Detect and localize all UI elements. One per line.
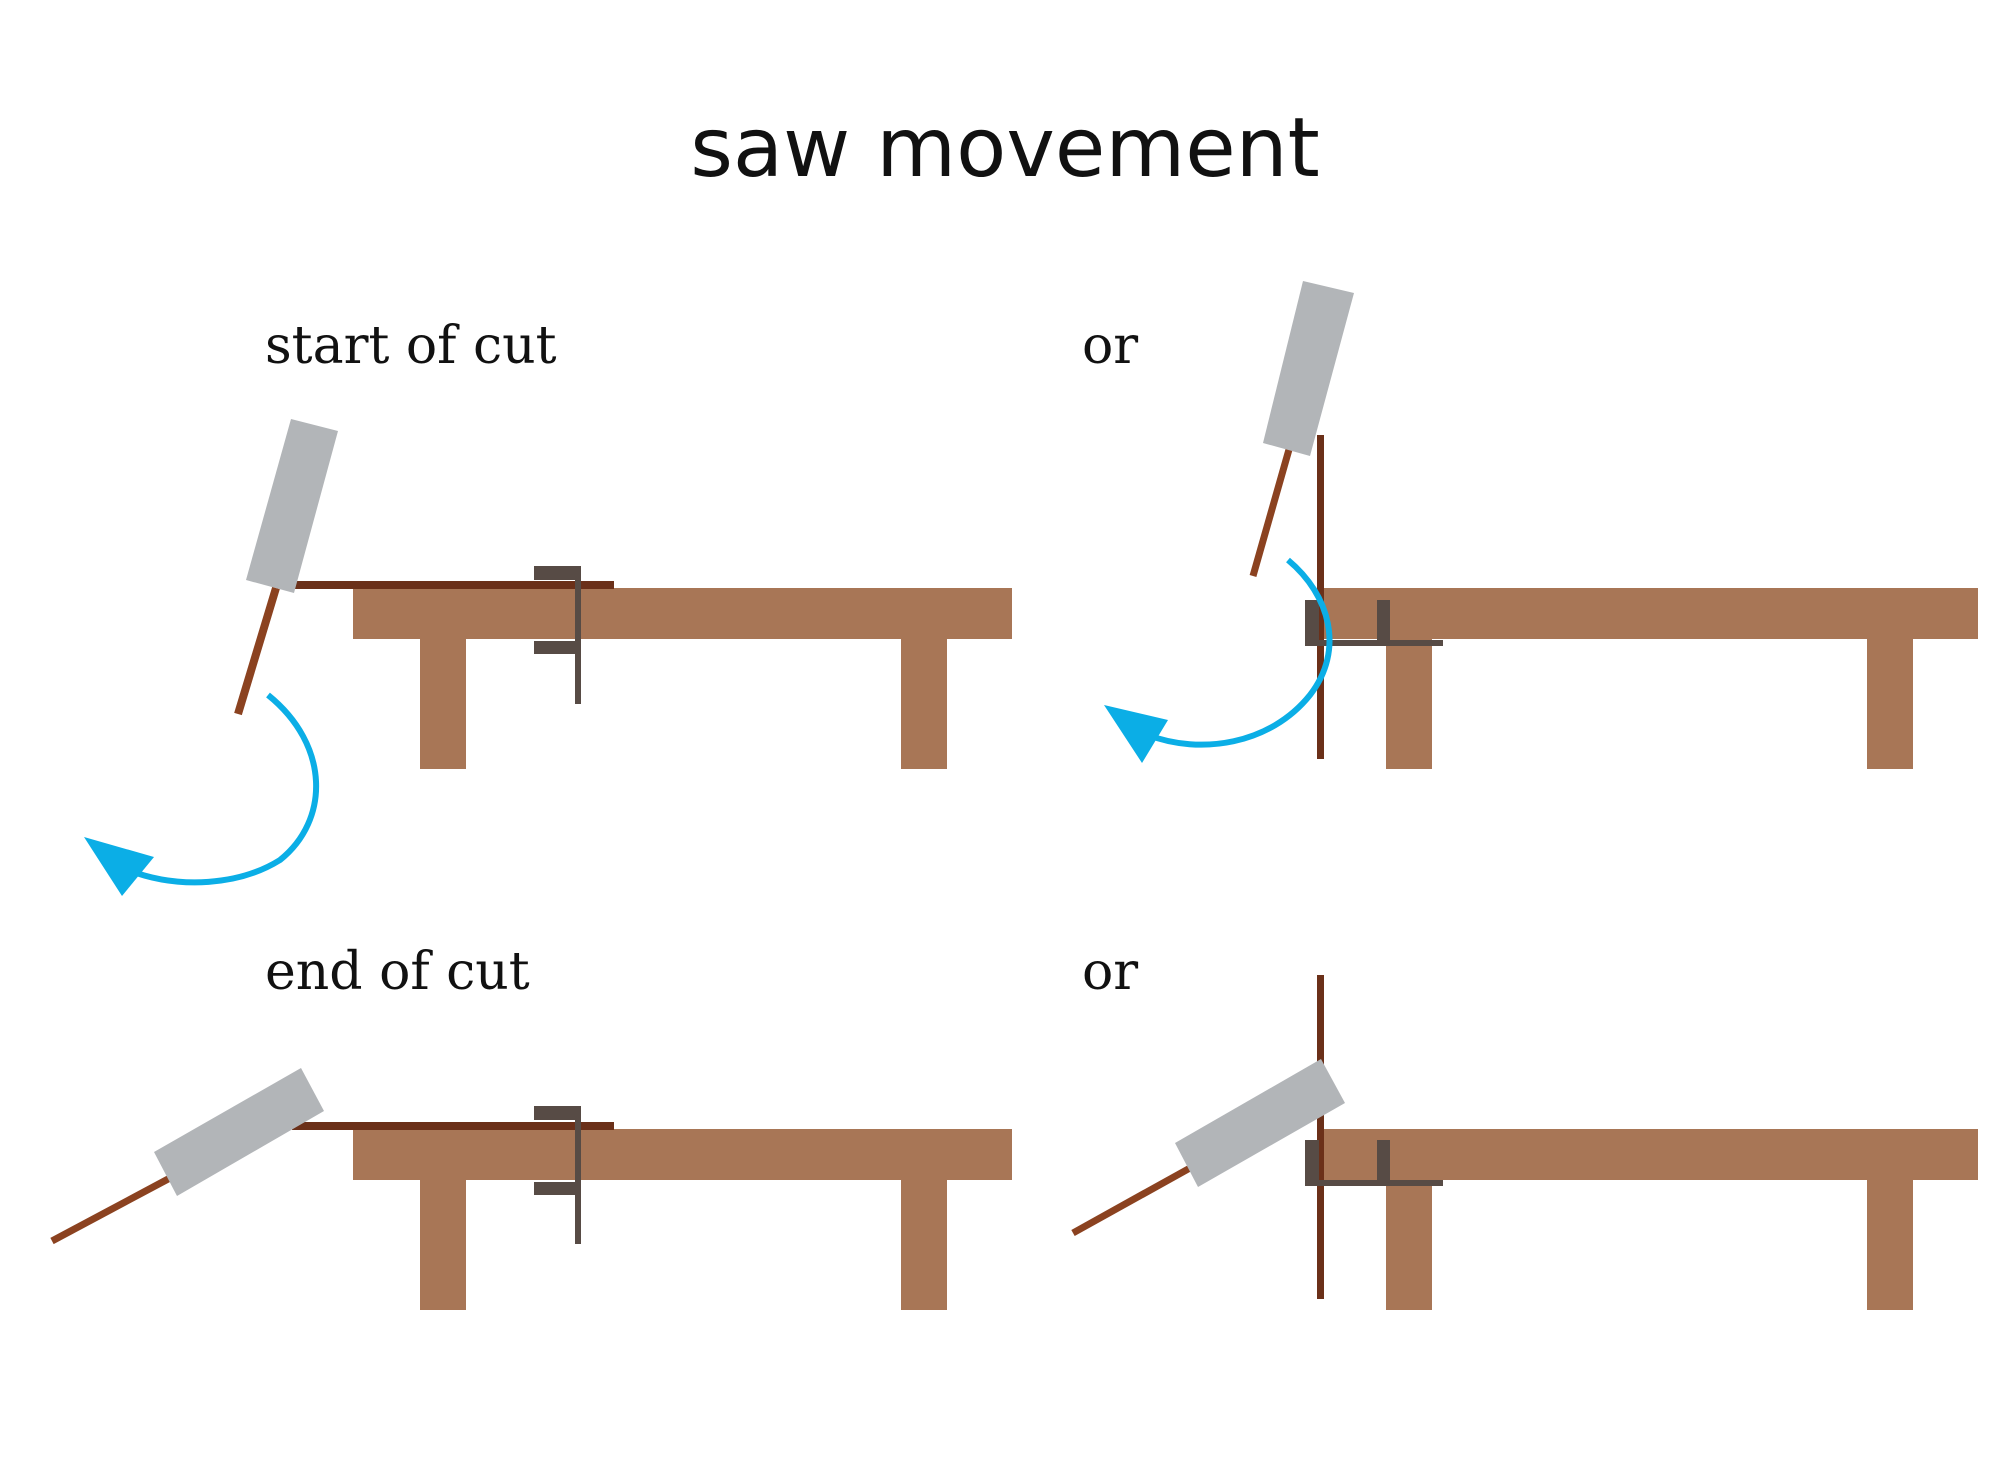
clamp bbox=[534, 566, 581, 704]
bench-top bbox=[1318, 588, 1978, 639]
saw bbox=[50, 1068, 324, 1245]
bench-leg-left bbox=[1386, 1178, 1432, 1310]
bench-leg-left bbox=[420, 637, 466, 769]
clamp bbox=[1305, 600, 1443, 646]
motion-arrow bbox=[1104, 557, 1333, 763]
panel-start-of-cut bbox=[84, 419, 1012, 896]
panel-or-bottom bbox=[1071, 975, 1978, 1310]
clamp-jaw-left bbox=[1305, 600, 1319, 646]
bench-leg-right bbox=[901, 637, 947, 769]
arrow-head bbox=[1104, 705, 1168, 763]
clamp-bar bbox=[1305, 640, 1443, 646]
bench-leg-right bbox=[1867, 1178, 1913, 1310]
caption-start-of-cut: start of cut bbox=[265, 316, 557, 376]
saw bbox=[1071, 1059, 1345, 1237]
bench-top bbox=[353, 588, 1012, 639]
bench-leg-left bbox=[420, 1178, 466, 1310]
board bbox=[1317, 975, 1324, 1299]
saw-blade bbox=[234, 586, 280, 716]
workbench bbox=[353, 1129, 1012, 1310]
bench-leg-right bbox=[901, 1178, 947, 1310]
clamp-jaw-right bbox=[1377, 600, 1390, 646]
saw-handle bbox=[1263, 281, 1354, 456]
clamp-jaw-right bbox=[1377, 1140, 1390, 1186]
motion-arrow bbox=[84, 692, 320, 896]
workbench bbox=[1318, 588, 1978, 769]
arrow-curve bbox=[1146, 557, 1333, 748]
panel-end-of-cut bbox=[50, 1068, 1012, 1310]
clamp bbox=[534, 1106, 581, 1244]
saw-handle bbox=[1175, 1059, 1345, 1187]
clamp-bar bbox=[1305, 1180, 1443, 1186]
arrow-curve bbox=[126, 692, 320, 886]
clamp-jaw-top bbox=[534, 1106, 580, 1120]
clamp-jaw-bottom bbox=[534, 1182, 580, 1195]
clamp-bar bbox=[575, 566, 581, 704]
saw-handle bbox=[154, 1068, 324, 1196]
bench-top bbox=[353, 1129, 1012, 1180]
caption-or-bottom: or bbox=[1082, 942, 1138, 1002]
saw-blade bbox=[50, 1174, 172, 1245]
caption-end-of-cut: end of cut bbox=[265, 942, 530, 1002]
clamp-jaw-top bbox=[534, 566, 580, 580]
clamp-bar bbox=[575, 1106, 581, 1244]
board bbox=[292, 581, 614, 589]
saw-blade bbox=[1071, 1164, 1192, 1237]
board bbox=[292, 1122, 614, 1130]
workbench bbox=[1318, 1129, 1978, 1310]
clamp bbox=[1305, 1140, 1443, 1186]
saw bbox=[234, 419, 338, 716]
saw-blade bbox=[1249, 445, 1294, 577]
clamp-jaw-left bbox=[1305, 1140, 1319, 1186]
caption-or-top: or bbox=[1082, 316, 1138, 376]
diagram-title: saw movement bbox=[690, 101, 1320, 196]
saw bbox=[1249, 281, 1354, 577]
workbench bbox=[353, 588, 1012, 769]
bench-leg-left bbox=[1386, 637, 1432, 769]
arrow-head bbox=[84, 837, 154, 896]
bench-top bbox=[1318, 1129, 1978, 1180]
clamp-jaw-bottom bbox=[534, 641, 580, 654]
panel-or-top bbox=[1104, 281, 1978, 769]
bench-leg-right bbox=[1867, 637, 1913, 769]
saw-handle bbox=[246, 419, 338, 593]
